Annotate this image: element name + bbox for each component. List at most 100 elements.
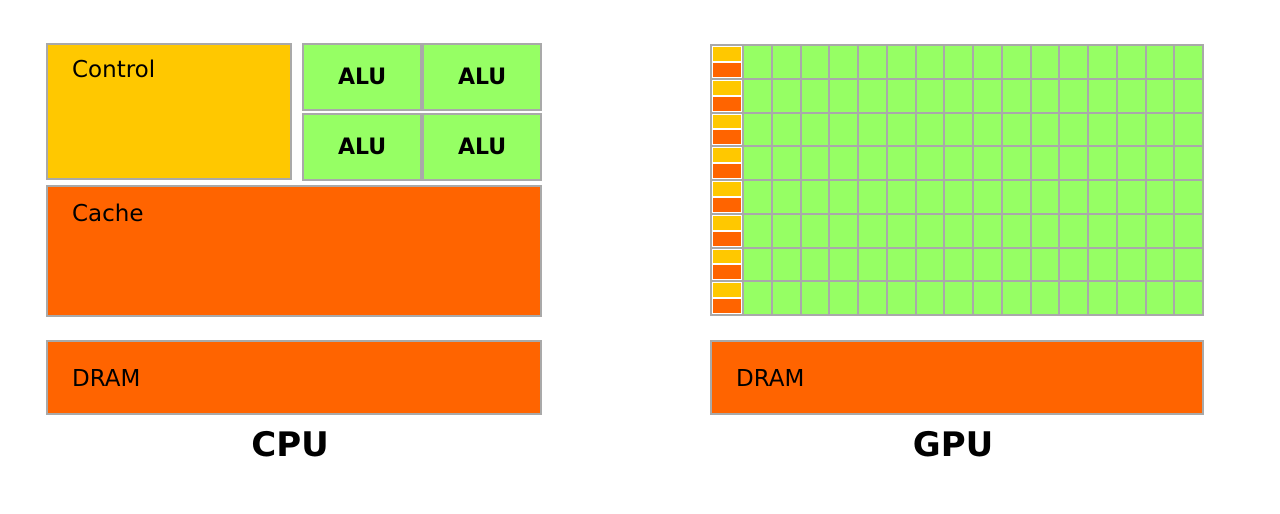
gpu-alu-cell xyxy=(1175,282,1202,314)
gpu-alu-cell xyxy=(830,79,857,112)
cpu-alu-label: ALU xyxy=(457,64,507,90)
gpu-alu-cell xyxy=(916,214,944,247)
gpu-alu-cell xyxy=(1089,181,1116,213)
gpu-alu-cell xyxy=(1089,147,1116,179)
gpu-control-cache-strip xyxy=(712,181,742,213)
gpu-alu-cell xyxy=(887,113,915,146)
gpu-alu-cell xyxy=(859,46,886,78)
gpu-cache-unit xyxy=(713,197,741,212)
gpu-alu-cell xyxy=(744,147,771,179)
gpu-alu-cell xyxy=(1146,46,1174,78)
gpu-alu-cell xyxy=(859,113,886,146)
gpu-alu-cell xyxy=(1089,46,1116,78)
gpu-alu-cell xyxy=(974,147,1001,179)
gpu-alu-cell xyxy=(744,181,771,213)
gpu-alu-cell xyxy=(801,181,829,213)
cpu-caption: CPU xyxy=(251,425,329,465)
gpu-dram-label: DRAM xyxy=(736,366,805,392)
gpu-alu-cell xyxy=(830,181,857,213)
gpu-alu-cell xyxy=(772,113,800,146)
gpu-alu-cell xyxy=(916,282,944,314)
gpu-alu-cell xyxy=(1146,79,1174,112)
gpu-control-cache-strip xyxy=(712,282,742,314)
gpu-alu-cell xyxy=(916,147,944,179)
gpu-alu-cell xyxy=(1146,181,1174,213)
gpu-alu-cell xyxy=(887,79,915,112)
cpu-alu-label: ALU xyxy=(337,64,387,90)
gpu-alu-cell xyxy=(974,282,1001,314)
gpu-alu-cell xyxy=(945,147,972,179)
cpu-cache-label: Cache xyxy=(72,201,144,227)
gpu-alu-cell xyxy=(974,79,1001,112)
gpu-alu-cell xyxy=(772,181,800,213)
gpu-alu-cell xyxy=(1002,248,1030,281)
gpu-alu-cell xyxy=(1002,181,1030,213)
gpu-alu-cell xyxy=(1031,282,1059,314)
gpu-alu-cell xyxy=(1117,282,1145,314)
gpu-alu-cell xyxy=(772,214,800,247)
gpu-cache-unit xyxy=(713,231,741,246)
gpu-alu-cell xyxy=(801,79,829,112)
cpu-control-label: Control xyxy=(72,57,156,83)
gpu-alu-cell xyxy=(1060,248,1087,281)
gpu-alu-cell xyxy=(1002,214,1030,247)
gpu-alu-cell xyxy=(859,79,886,112)
gpu-alu-cell xyxy=(830,282,857,314)
gpu-alu-cell xyxy=(744,113,771,146)
gpu-alu-cell xyxy=(1117,79,1145,112)
gpu-control-cache-strip xyxy=(712,46,742,78)
gpu-alu-cell xyxy=(1089,113,1116,146)
gpu-alu-cell xyxy=(1031,181,1059,213)
gpu-alu-cell xyxy=(1060,147,1087,179)
gpu-alu-cell xyxy=(859,214,886,247)
gpu-cache-unit xyxy=(713,130,741,145)
cpu-dram-label: DRAM xyxy=(72,366,141,392)
gpu-alu-cell xyxy=(772,248,800,281)
gpu-alu-cell xyxy=(744,46,771,78)
gpu-control-unit xyxy=(713,182,741,196)
gpu-alu-cell xyxy=(1175,181,1202,213)
gpu-alu-cell xyxy=(1175,46,1202,78)
gpu-alu-cell xyxy=(1175,214,1202,247)
gpu-alu-cell xyxy=(801,147,829,179)
gpu-alu-cell xyxy=(744,79,771,112)
gpu-alu-cell xyxy=(801,214,829,247)
gpu-alu-cell xyxy=(830,147,857,179)
gpu-control-cache-strip xyxy=(712,214,742,247)
gpu-alu-cell xyxy=(974,214,1001,247)
gpu-alu-cell xyxy=(1002,79,1030,112)
gpu-alu-cell xyxy=(1146,282,1174,314)
gpu-control-unit xyxy=(713,114,741,129)
gpu-alu-cell xyxy=(1002,46,1030,78)
gpu-alu-cell xyxy=(945,181,972,213)
gpu-alu-cell xyxy=(1146,248,1174,281)
gpu-alu-cell xyxy=(974,181,1001,213)
gpu-alu-cell xyxy=(1002,147,1030,179)
gpu-alu-cell xyxy=(1060,46,1087,78)
gpu-control-unit xyxy=(713,80,741,95)
gpu-alu-cell xyxy=(887,214,915,247)
gpu-alu-cell xyxy=(1031,46,1059,78)
cpu-dram-block: DRAM xyxy=(46,340,542,415)
gpu-alu-cell xyxy=(744,282,771,314)
gpu-alu-cell xyxy=(1031,248,1059,281)
gpu-alu-cell xyxy=(1089,79,1116,112)
gpu-alu-cell xyxy=(1002,282,1030,314)
gpu-alu-cell xyxy=(916,46,944,78)
gpu-alu-cell xyxy=(1060,214,1087,247)
gpu-alu-cell xyxy=(772,282,800,314)
gpu-alu-cell xyxy=(830,214,857,247)
gpu-cache-unit xyxy=(713,265,741,280)
gpu-cache-unit xyxy=(713,299,741,313)
gpu-dram-block: DRAM xyxy=(710,340,1204,415)
gpu-caption: GPU xyxy=(912,425,994,465)
gpu-alu-cell xyxy=(744,214,771,247)
gpu-alu-cell xyxy=(1117,113,1145,146)
cpu-control-block: Control xyxy=(46,43,292,180)
gpu-alu-cell xyxy=(859,248,886,281)
gpu-alu-cell xyxy=(1117,248,1145,281)
cpu-alu-block: ALU xyxy=(422,113,542,181)
cpu-alu-block: ALU xyxy=(422,43,542,111)
gpu-alu-cell xyxy=(1060,113,1087,146)
gpu-alu-cell xyxy=(887,282,915,314)
